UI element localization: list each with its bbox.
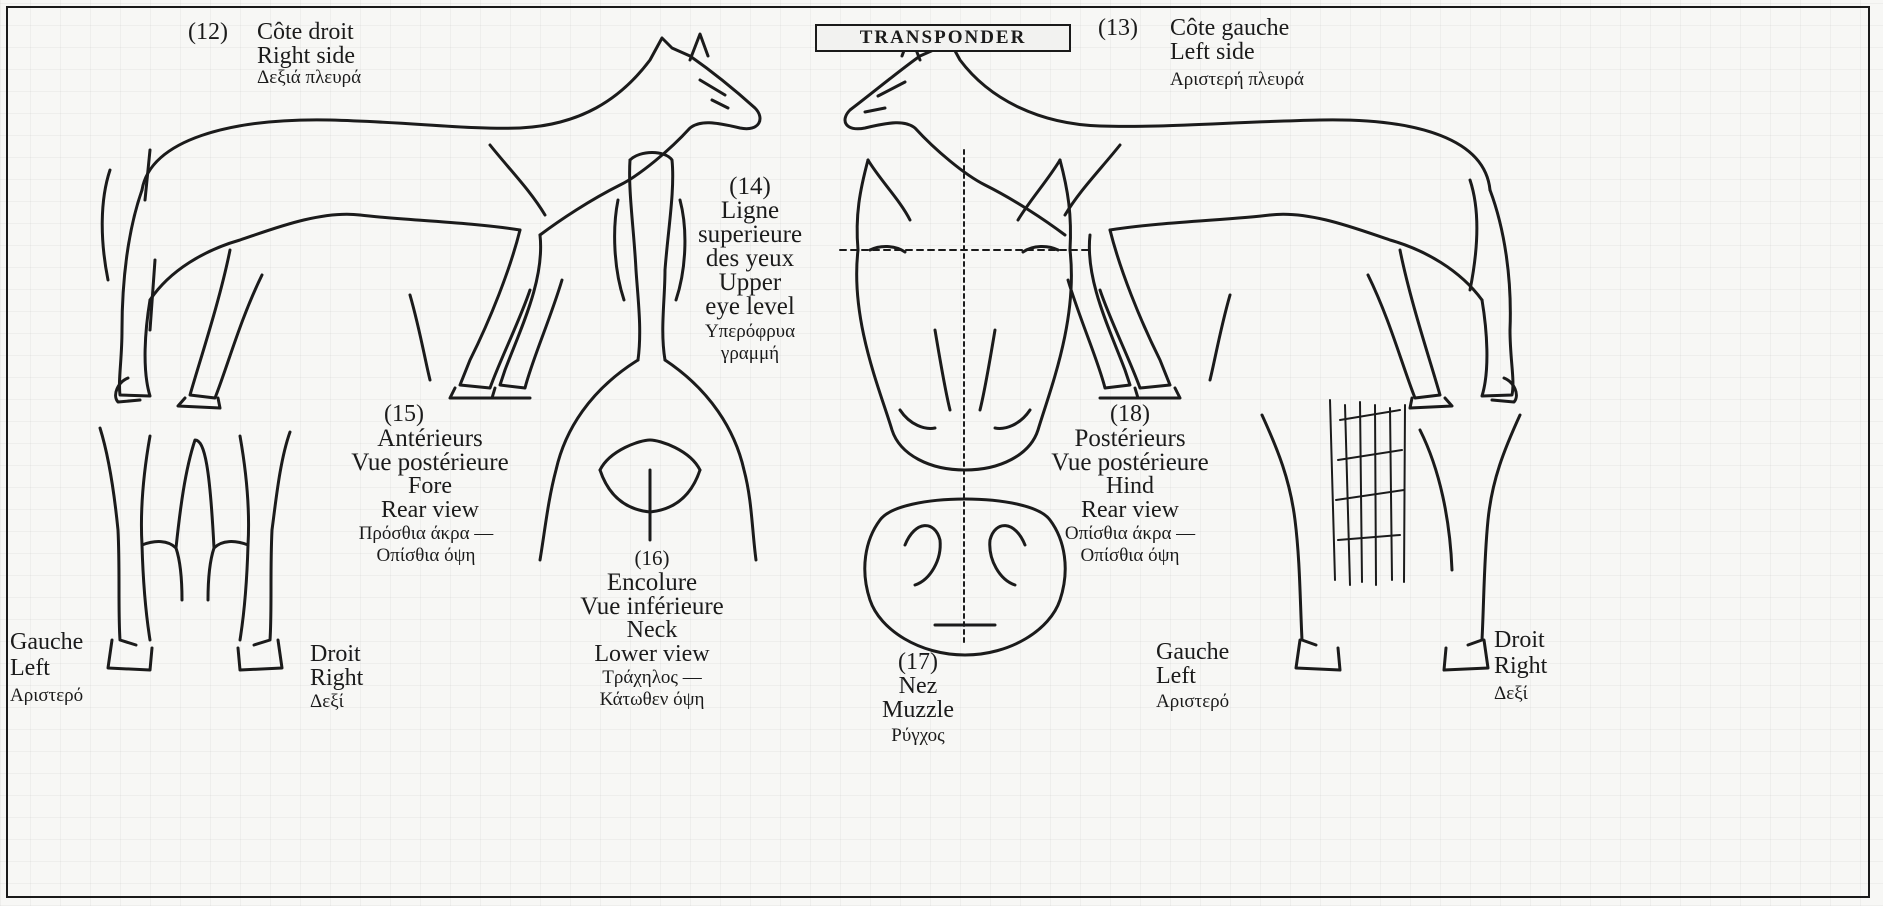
horse-right-side-drawing	[102, 34, 760, 408]
hind-left-label-el: Αριστερό	[1156, 692, 1229, 711]
hind-label-en-1: Hind	[1106, 474, 1154, 498]
neck-number: (16)	[635, 548, 670, 569]
neck-label-fr-2: Vue inférieure	[580, 594, 724, 619]
eye-level-label-el-1: Υπερόφρυα	[705, 322, 795, 341]
hind-right-label-el: Δεξί	[1494, 684, 1528, 703]
hind-legs-rear-view-drawing	[1262, 400, 1520, 670]
fore-left-label-fr: Gauche	[10, 630, 83, 654]
neck-label-fr-1: Encolure	[607, 570, 697, 595]
fore-label-el-2: Οπίσθια όψη	[377, 546, 476, 565]
neck-label-el-1: Τράχηλος —	[602, 668, 701, 687]
fore-right-label-en: Right	[310, 666, 363, 690]
right-side-label-fr: Côte droit	[257, 20, 354, 44]
eye-level-label-el-2: γραμμή	[721, 344, 779, 363]
eye-level-label-fr-3: des yeux	[706, 246, 794, 271]
hind-left-label-fr: Gauche	[1156, 640, 1229, 664]
fore-right-label-el: Δεξί	[310, 692, 344, 711]
hind-label-fr-2: Vue postérieure	[1051, 450, 1208, 475]
neck-label-en-2: Lower view	[594, 642, 709, 666]
neck-label-en-1: Neck	[627, 618, 678, 642]
neck-label-el-2: Κάτωθεν όψη	[600, 690, 705, 709]
hind-label-el-2: Οπίσθια όψη	[1081, 546, 1180, 565]
fore-left-label-en: Left	[10, 656, 50, 680]
eye-level-label-en-1: Upper	[719, 270, 781, 295]
hind-right-label-en: Right	[1494, 654, 1547, 678]
hind-label-en-2: Rear view	[1081, 498, 1179, 522]
fore-number: (15)	[384, 402, 424, 426]
eye-level-label-fr-1: Ligne	[721, 198, 779, 223]
left-side-number: (13)	[1098, 16, 1138, 40]
fore-label-el-1: Πρόσθια άκρα —	[359, 524, 494, 543]
fore-label-fr-2: Vue postérieure	[351, 450, 508, 475]
left-side-label-el: Αριστερή πλευρά	[1170, 70, 1304, 89]
horse-left-side-drawing	[845, 34, 1516, 408]
transponder-label: TRANSPONDER	[815, 24, 1071, 52]
fore-label-fr-1: Antérieurs	[377, 426, 483, 451]
muzzle-label-fr: Nez	[899, 674, 938, 698]
fore-right-label-fr: Droit	[310, 642, 361, 666]
eye-level-label-fr-2: superieure	[698, 222, 802, 247]
muzzle-label-el: Ρύγχος	[891, 726, 944, 745]
hind-label-fr-1: Postérieurs	[1074, 426, 1185, 451]
eye-level-label-en-2: eye level	[705, 294, 795, 319]
muzzle-number: (17)	[898, 650, 938, 674]
left-side-label-fr: Côte gauche	[1170, 16, 1289, 40]
fore-label-en-1: Fore	[408, 474, 452, 498]
hind-number: (18)	[1110, 402, 1150, 426]
left-side-label-en: Left side	[1170, 40, 1255, 64]
muzzle-label-en: Muzzle	[882, 698, 954, 722]
hind-label-el-1: Οπίσθια άκρα —	[1065, 524, 1195, 543]
eye-level-number: (14)	[729, 174, 771, 199]
right-side-label-el: Δεξιά πλευρά	[257, 68, 361, 87]
fore-left-label-el: Αριστερό	[10, 686, 83, 705]
right-side-number: (12)	[188, 20, 228, 44]
hind-right-label-fr: Droit	[1494, 628, 1545, 652]
fore-label-en-2: Rear view	[381, 498, 479, 522]
right-side-label-en: Right side	[257, 44, 355, 68]
hind-left-label-en: Left	[1156, 664, 1196, 688]
fore-legs-rear-view-drawing	[100, 428, 290, 670]
